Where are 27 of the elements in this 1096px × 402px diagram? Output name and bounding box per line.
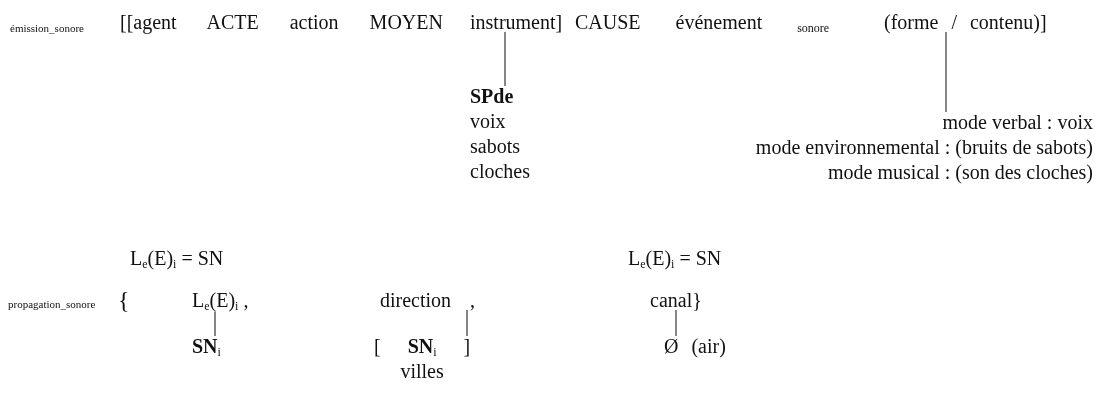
term-text: instrument] <box>470 10 563 34</box>
connector-line <box>945 31 947 113</box>
formula-text: [[agent ACTE action MOYEN <box>120 10 443 34</box>
predicate-name: propagation_sonore <box>8 298 96 312</box>
term-text: cloches <box>470 159 530 184</box>
term-text: mode musical : (son des cloches) <box>827 160 1093 185</box>
term-text: villes <box>399 359 445 384</box>
term-text: mode verbal : voix <box>941 110 1093 135</box>
connector-line <box>675 309 677 337</box>
connector-line <box>214 310 216 337</box>
term-text: mode environnemental : (bruits de sabots) <box>755 135 1093 160</box>
term-text: voix <box>470 109 507 134</box>
connector-line <box>504 31 506 87</box>
predicate-name: émission_sonore <box>10 22 84 36</box>
equation-text: L$_{e}$(E)$_{i}$ = SN <box>628 246 722 272</box>
term-text: [ SN$_{i}$ ] <box>374 334 471 360</box>
term-text: canal} <box>650 288 702 312</box>
category-heading: SPde <box>470 84 515 109</box>
equation-text: L$_{e}$(E)$_{i}$ = SN <box>130 246 224 272</box>
brace-symbol: { <box>118 286 130 315</box>
term-text: SN$_{i}$ <box>192 334 221 360</box>
term-text: sabots <box>470 134 521 159</box>
term-text: L$_{e}$(E)$_{i}$ , <box>192 288 249 314</box>
connector-line <box>466 309 468 337</box>
term-text: (forme / contenu)] <box>884 10 1047 34</box>
term-text: direction , <box>380 288 476 312</box>
term-text: Ø (air) <box>664 334 726 358</box>
